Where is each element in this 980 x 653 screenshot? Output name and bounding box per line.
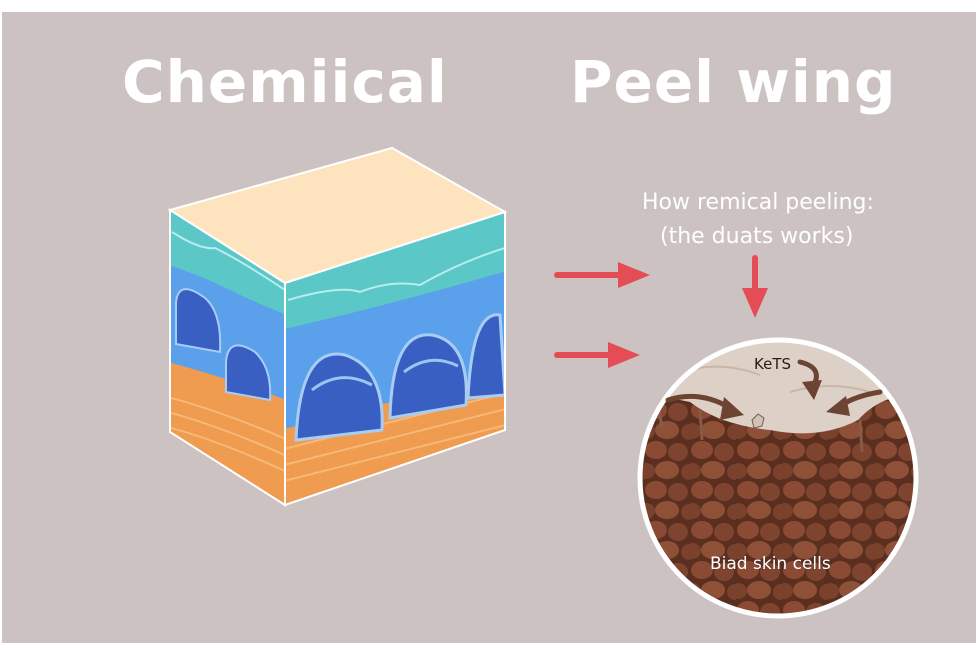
caption-line-1: How remical peeling: [642,190,874,215]
brown-arrows [665,359,883,429]
arrow-lower [554,342,640,368]
cell-front-2 [225,344,272,402]
caption-line-2: (the duats works) [660,224,854,249]
title-left: Chemiical [122,48,448,116]
title-right: Peel wing [570,48,897,116]
arrow-upper [554,262,650,288]
arrow-down [742,255,768,318]
dead-skin-cells-label: Biad skin cells [710,554,831,574]
skin-block [167,146,508,507]
cell-side-3 [466,313,505,400]
cell-front-1 [175,288,222,354]
cell-side-2 [388,333,468,420]
magnified-skin-circle: KeTS Biad skin cells [637,337,919,619]
cell-side-1 [294,352,384,442]
kets-label: KeTS [754,355,791,373]
